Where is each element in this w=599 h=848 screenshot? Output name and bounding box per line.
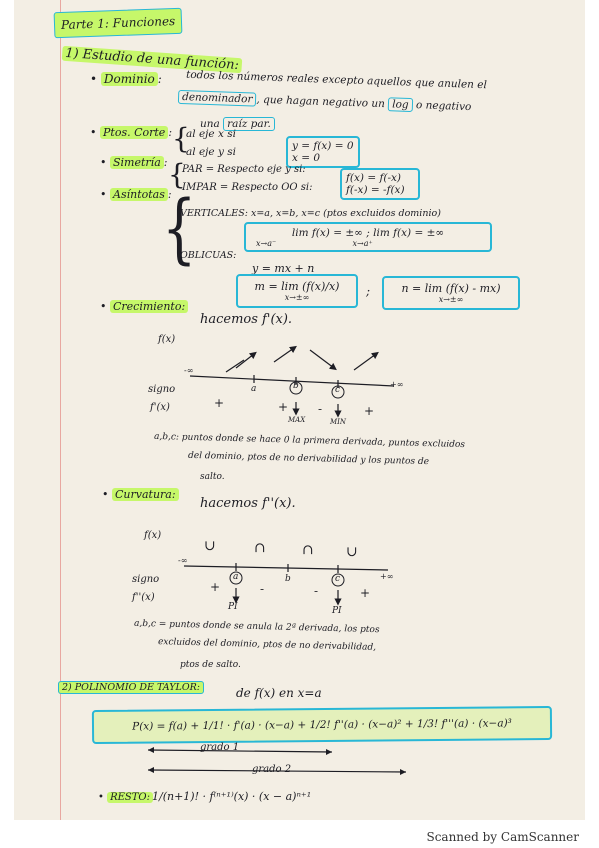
m-formula-box: m = lim (f(x)/x) x→±∞ [236,274,358,308]
notebook-page: Parte 1: Funciones 1) Estudio de una fun… [14,0,585,820]
section2-subtitle: de f(x) en x=a [236,686,322,700]
curv-pi-2: PI [332,606,342,616]
curv-shape-4: ∪ [346,544,358,560]
crec-sign-4: + [364,404,375,418]
crec-axis-a: a [251,384,257,394]
curvatura-label: • Curvatura: [102,488,179,501]
crecimiento-text: hacemos f'(x). [200,312,293,327]
simetria-line2: IMPAR = Respecto OO si: [182,182,313,193]
curv-pi-1: PI [228,602,238,612]
simetria-cond-box: f(x) = f(-x) f(-x) = -f(x) [340,168,420,200]
crecimiento-chart [189,345,395,418]
crec-axis-c: c [335,385,341,395]
curvatura-fsecond: f''(x) [132,592,155,603]
curv-shape-1: ∪ [204,538,216,554]
curv-sign-2: - [260,582,265,596]
curv-axis-pinf: +∞ [380,572,394,581]
curv-axis-a: a [233,572,239,582]
crec-max: MAX [288,416,306,424]
simetria-brace: { [168,158,186,191]
crecimiento-fprime: f'(x) [150,402,170,413]
resto-formula: 1/(n+1)! · f⁽ⁿ⁺¹⁾(x) · (x − a)ⁿ⁺¹ [152,790,312,803]
crec-min: MIN [330,418,347,426]
asintotas-brace: { [162,184,197,273]
asintotas-verticales: VERTICALES: x=a, x=b, x=c (ptos excluido… [180,208,441,219]
crecimiento-label: • Crecimiento: [100,300,189,313]
crecimiento-fx: f(x) [158,334,176,345]
grado1-label: grado 1 [200,742,240,753]
dominio-line3: una raíz par. [200,117,275,131]
crec-sign-3: - [318,402,323,416]
simetria-line1: PAR = Respecto eje y si: [182,164,306,175]
curv-sign-1: + [210,580,221,594]
grado2-label: grado 2 [252,764,292,775]
scanner-watermark: Scanned by CamScanner [426,830,579,844]
curv-sign-3: - [314,584,319,598]
dominio-label: • Dominio: [90,72,162,86]
crec-sign-2: + [278,400,289,414]
curvatura-text: hacemos f''(x). [200,496,296,511]
asintotas-label: • Asíntotas: [100,188,172,201]
n-formula-box: n = lim (f(x) - mx) x→±∞ [382,276,520,310]
cortes-brace: { [172,122,190,155]
simetria-label: • Simetría: [100,156,168,169]
curv-shape-3: ∩ [302,542,314,558]
cortes-label: • Ptos. Corte: [90,126,173,139]
cortes-cond-box: y = f(x) = 0 x = 0 [286,136,360,168]
asintotas-oblicuas-eq: y = mx + n [252,262,315,275]
curvatura-fx: f(x) [144,530,162,541]
curv-shape-2: ∩ [254,540,266,556]
curv-sign-4: + [360,586,371,600]
asintotas-vert-box: lim f(x) = ±∞ ; lim f(x) = ±∞ x→a⁻ x→a⁺ [244,222,492,252]
margin-line [60,0,61,820]
crec-sign-1: + [214,396,225,410]
curv-axis-b: b [285,574,291,584]
crec-axis-pinf: +∞ [390,380,404,389]
curv-axis-minf: -∞ [178,556,188,565]
curvatura-signo: signo [132,574,160,585]
cortes-line2: al eje y si [186,146,236,158]
crec-axis-minf: -∞ [184,366,194,375]
asintotas-oblicuas: OBLICUAS: [180,250,237,261]
grado-arrows [147,747,407,775]
crecimiento-signo: signo [148,384,176,395]
cortes-line1: al eje x si [186,128,236,140]
crecimiento-note3: salto. [200,472,225,482]
curvatura-note3: ptos de salto. [180,660,241,670]
section2-title: 2) POLINOMIO DE TAYLOR: [58,681,204,694]
curv-axis-c: c [335,574,341,584]
curvatura-chart [183,563,389,606]
crec-axis-b: b [293,381,299,391]
formula-separator: ; [366,284,371,298]
resto-label: • RESTO: [98,792,153,803]
